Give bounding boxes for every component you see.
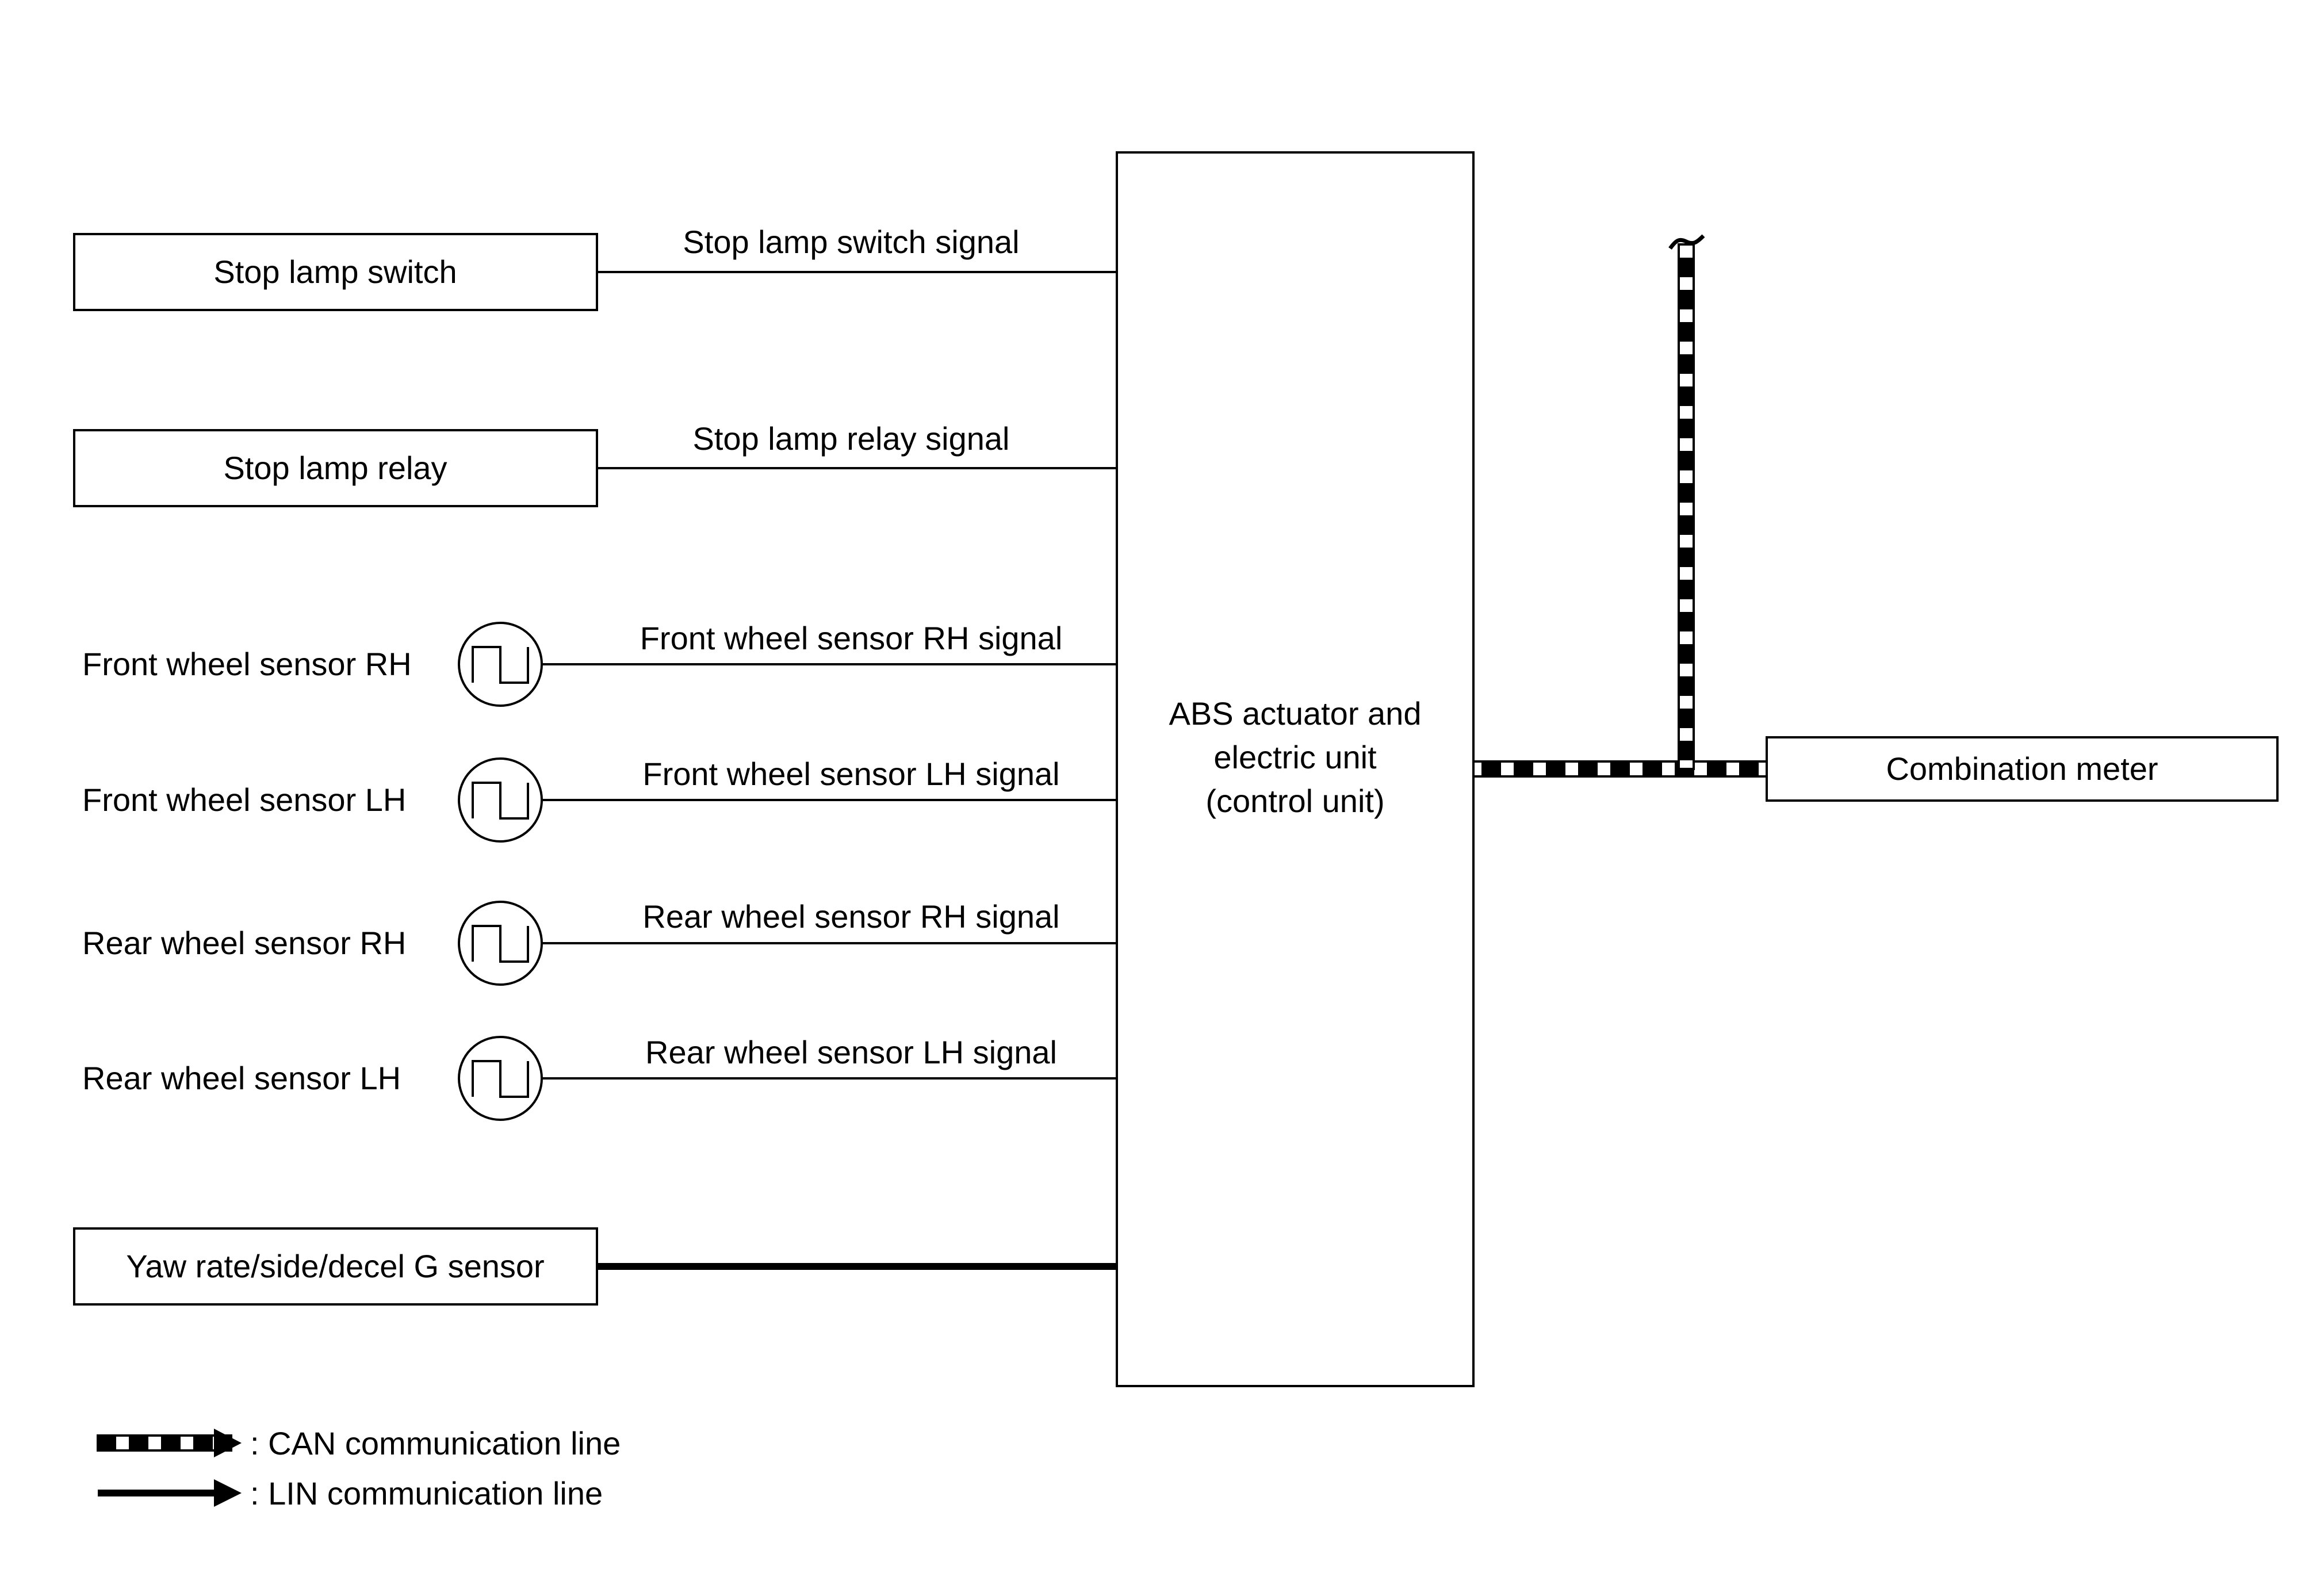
can-legend-label: : CAN communication line bbox=[250, 1425, 621, 1461]
combination-meter-label: Combination meter bbox=[1886, 751, 2158, 787]
rear-wheel-sensor-lh-label: Rear wheel sensor LH bbox=[82, 1060, 401, 1096]
stop-lamp-relay-label: Stop lamp relay bbox=[223, 450, 447, 486]
control-unit-label-line1: ABS actuator and bbox=[1169, 695, 1422, 732]
stop-lamp-relay-box bbox=[73, 429, 598, 507]
combination-meter-box bbox=[1766, 736, 2279, 802]
lin-legend-label: : LIN communication line bbox=[250, 1475, 603, 1511]
front-wheel-sensor-rh-signal-label: Front wheel sensor RH signal bbox=[640, 620, 1063, 656]
yaw-sensor-label: Yaw rate/side/decel G sensor bbox=[126, 1248, 544, 1284]
rear-wheel-sensor-lh-signal-label: Rear wheel sensor LH signal bbox=[645, 1034, 1057, 1070]
stop-lamp-switch-signal-label: Stop lamp switch signal bbox=[683, 224, 1019, 260]
control-unit-label-line3: (control unit) bbox=[1205, 783, 1384, 819]
can-bus-continuation-icon bbox=[1668, 234, 1705, 250]
stop-lamp-switch-label: Stop lamp switch bbox=[213, 254, 457, 290]
stop-lamp-switch-box bbox=[73, 233, 598, 311]
lin-legend-arrow-icon bbox=[98, 1479, 242, 1507]
abs-control-unit-box bbox=[1116, 151, 1475, 1387]
rear-wheel-sensor-rh-signal-label: Rear wheel sensor RH signal bbox=[642, 898, 1059, 935]
rear-wheel-sensor-rh-label: Rear wheel sensor RH bbox=[82, 925, 406, 961]
front-wheel-sensor-rh-icon bbox=[458, 622, 543, 707]
can-bus-line bbox=[1472, 243, 1768, 778]
rear-wheel-sensor-lh-icon bbox=[458, 1036, 543, 1121]
control-unit-label-line2: electric unit bbox=[1213, 739, 1377, 775]
legend: : CAN communication line : LIN communica… bbox=[97, 1425, 621, 1511]
front-wheel-sensor-lh-signal-label: Front wheel sensor LH signal bbox=[642, 756, 1059, 792]
yaw-sensor-box bbox=[73, 1227, 598, 1306]
front-wheel-sensor-lh-icon bbox=[458, 757, 543, 843]
front-wheel-sensor-lh-label: Front wheel sensor LH bbox=[82, 782, 406, 818]
can-legend-arrow-icon bbox=[97, 1429, 242, 1457]
front-wheel-sensor-rh-label: Front wheel sensor RH bbox=[82, 646, 412, 682]
rear-wheel-sensor-rh-icon bbox=[458, 901, 543, 986]
stop-lamp-relay-signal-label: Stop lamp relay signal bbox=[693, 420, 1010, 457]
